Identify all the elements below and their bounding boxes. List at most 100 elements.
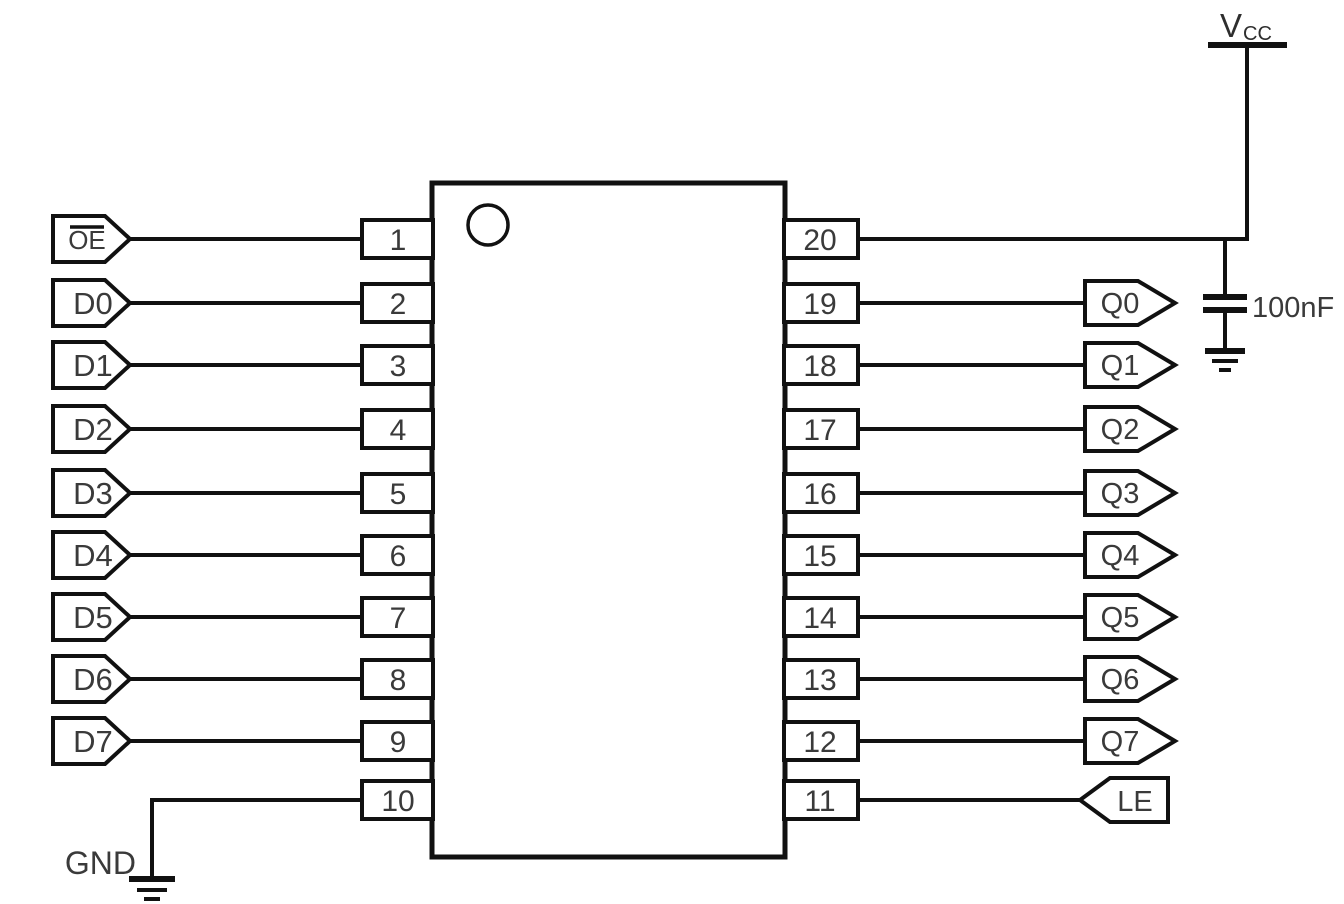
right-row-pin-12: 12 Q7 [782,717,1179,765]
pin-box [360,596,435,638]
left-row-pin-10: 10 GND [65,779,435,901]
pin-box [782,534,860,576]
gnd-wire [150,798,362,878]
pin-number: 4 [390,414,407,447]
pin-number: 17 [803,414,836,447]
pin-box [360,720,435,762]
left-row-pin-3: D1 3 [51,340,435,390]
output-connector-q4 [1083,531,1179,579]
left-row-pin-5: D3 5 [51,468,435,518]
signal-label: Q0 [1101,288,1140,320]
right-row-pin-18: 18 Q1 [782,341,1179,389]
input-connector-d2 [51,404,133,454]
vcc-label-subscript: CC [1243,23,1272,45]
pin-number: 14 [803,602,836,635]
left-row-pin-7: D5 7 [51,592,435,642]
pin-box [782,344,860,386]
right-row-pin-20: 20 [782,218,1249,260]
vcc-label: V [1220,7,1242,44]
pin-number: 12 [803,726,836,759]
right-row-pin-16: 16 Q3 [782,469,1179,517]
left-row-pin-8: D6 8 [51,654,435,704]
pin-number: 1 [390,224,407,257]
output-connector-q6 [1083,655,1179,703]
signal-label: OE [68,225,106,255]
pin-box [360,779,435,821]
pin-number: 10 [381,785,414,818]
pin-box [360,472,435,514]
pin-box [360,408,435,450]
left-row-pin-4: D2 4 [51,404,435,454]
output-connector-q2 [1083,405,1179,453]
pin-number: 20 [803,224,836,257]
signal-label: Q3 [1101,478,1140,510]
signal-label: Q2 [1101,414,1140,446]
pin-box [360,218,435,260]
right-row-pin-11: 11 LE [782,776,1170,824]
output-connector-q0 [1083,279,1179,327]
pin-number: 9 [390,726,407,759]
input-connector-le [1076,776,1170,824]
signal-label: Q1 [1101,350,1140,382]
signal-label: D1 [73,348,113,383]
output-connector-q3 [1083,469,1179,517]
pin-box [782,720,860,762]
pin-box [782,779,860,821]
right-row-pin-13: 13 Q6 [782,655,1179,703]
pin-number: 3 [390,350,407,383]
output-connector-q5 [1083,593,1179,641]
pin-box [360,534,435,576]
right-row-pin-15: 15 Q4 [782,531,1179,579]
ground-symbol-icon [1205,348,1245,372]
signal-label: D2 [73,412,113,447]
pin-number: 18 [803,350,836,383]
pin-box [360,658,435,700]
signal-label: Q7 [1101,726,1140,758]
input-connector-d7 [51,716,133,766]
output-connector-q7 [1083,717,1179,765]
pin-box [782,658,860,700]
signal-label: Q4 [1101,540,1140,572]
input-connector-d5 [51,592,133,642]
ground-symbol-icon [129,876,175,901]
left-row-pin-6: D4 6 [51,530,435,580]
pin-number: 7 [390,602,407,635]
pin-box [782,282,860,324]
left-row-pin-1: OE 1 [51,214,435,264]
input-connector-d0 [51,278,133,328]
pin-box [360,282,435,324]
right-row-pin-17: 17 Q2 [782,405,1179,453]
right-row-pin-19: 19 Q0 [782,279,1179,327]
pin1-indicator-icon [466,203,510,247]
pin-number: 15 [803,540,836,573]
signal-label: D7 [73,724,113,759]
signal-label: Q6 [1101,664,1140,696]
pin-number: 6 [390,540,407,573]
input-connector-d3 [51,468,133,518]
pin-box [782,218,860,260]
gnd-label: GND [65,845,136,881]
pin-number: 2 [390,288,407,321]
pin-box [360,344,435,386]
signal-label: D5 [73,600,113,635]
ic [429,180,788,860]
pin-number: 5 [390,478,407,511]
ic-body [429,180,788,860]
signal-label: D3 [73,476,113,511]
signal-label: D0 [73,286,113,321]
pin-number: 8 [390,664,407,697]
input-connector-d1 [51,340,133,390]
pin-number: 19 [803,288,836,321]
pin-number: 13 [803,664,836,697]
input-connector-d4 [51,530,133,580]
capacitor-value-label: 100nF [1252,292,1334,324]
left-row-pin-2: D0 2 [51,278,435,328]
output-connector-q1 [1083,341,1179,389]
signal-label: LE [1117,786,1152,818]
pin-number: 16 [803,478,836,511]
left-row-pin-9: D7 9 [51,716,435,766]
pin-box [782,596,860,638]
signal-label: Q5 [1101,602,1140,634]
decoupling-capacitor: 100nF [1203,239,1334,372]
